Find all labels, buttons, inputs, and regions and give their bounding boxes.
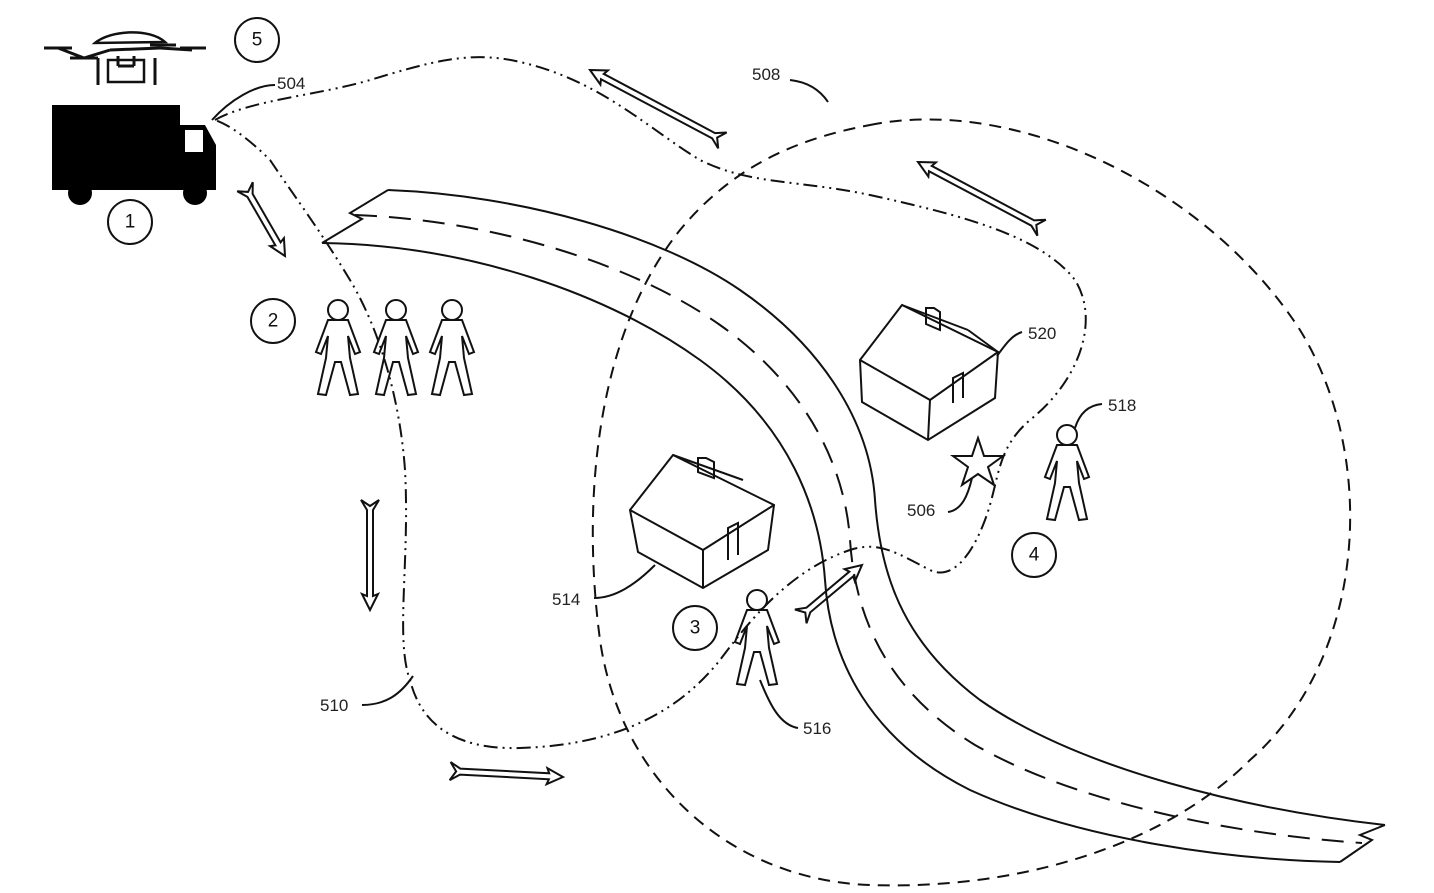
road-edge-outer — [387, 189, 1386, 826]
road-edge-inner — [321, 242, 1341, 863]
ref-label-518: 518 — [1108, 396, 1136, 415]
person-icon — [733, 589, 781, 687]
dashed-boundary-circle — [591, 118, 1352, 887]
ref-label-506: 506 — [907, 501, 935, 520]
package-drone-icon — [44, 31, 206, 85]
ref-label-520: 520 — [1028, 324, 1056, 343]
ref-label-510: 510 — [320, 696, 348, 715]
svg-text:1: 1 — [125, 212, 136, 233]
step-marker-1: 1 — [107, 199, 153, 245]
ref-label-508: 508 — [752, 65, 780, 84]
house-icon — [858, 303, 1000, 442]
ref-label-504: 504 — [277, 74, 305, 93]
arrow-icon — [448, 761, 566, 787]
ref-label-516: 516 — [803, 719, 831, 738]
step-marker-3: 3 — [672, 605, 718, 651]
person-icon — [372, 299, 420, 397]
svg-text:3: 3 — [690, 618, 701, 639]
person-icon — [1043, 424, 1091, 522]
arrow-icon — [794, 563, 864, 624]
road-break-right — [1339, 824, 1386, 863]
arrow-icon — [359, 499, 381, 613]
svg-text:2: 2 — [268, 311, 279, 332]
svg-text:5: 5 — [252, 30, 263, 51]
step-marker-5: 5 — [234, 17, 280, 63]
road-center-line — [354, 214, 1363, 844]
arrow-icon — [588, 68, 728, 149]
road-break-left — [321, 189, 389, 244]
step-marker-4: 4 — [1011, 532, 1057, 578]
person-icon — [428, 299, 476, 397]
house-icon — [628, 453, 776, 590]
arrow-icon — [236, 181, 287, 258]
step-marker-2: 2 — [250, 298, 296, 344]
delivery-truck-icon — [52, 105, 216, 205]
person-icon — [314, 299, 362, 397]
arrow-icon — [916, 160, 1047, 237]
ref-label-514: 514 — [552, 590, 580, 609]
svg-text:4: 4 — [1029, 545, 1040, 566]
dash-dot-route — [214, 56, 1087, 750]
direction-arrows — [236, 68, 1047, 787]
leader-lines — [211, 79, 1103, 729]
destination-star-icon — [949, 434, 1007, 488]
road — [321, 189, 1386, 863]
